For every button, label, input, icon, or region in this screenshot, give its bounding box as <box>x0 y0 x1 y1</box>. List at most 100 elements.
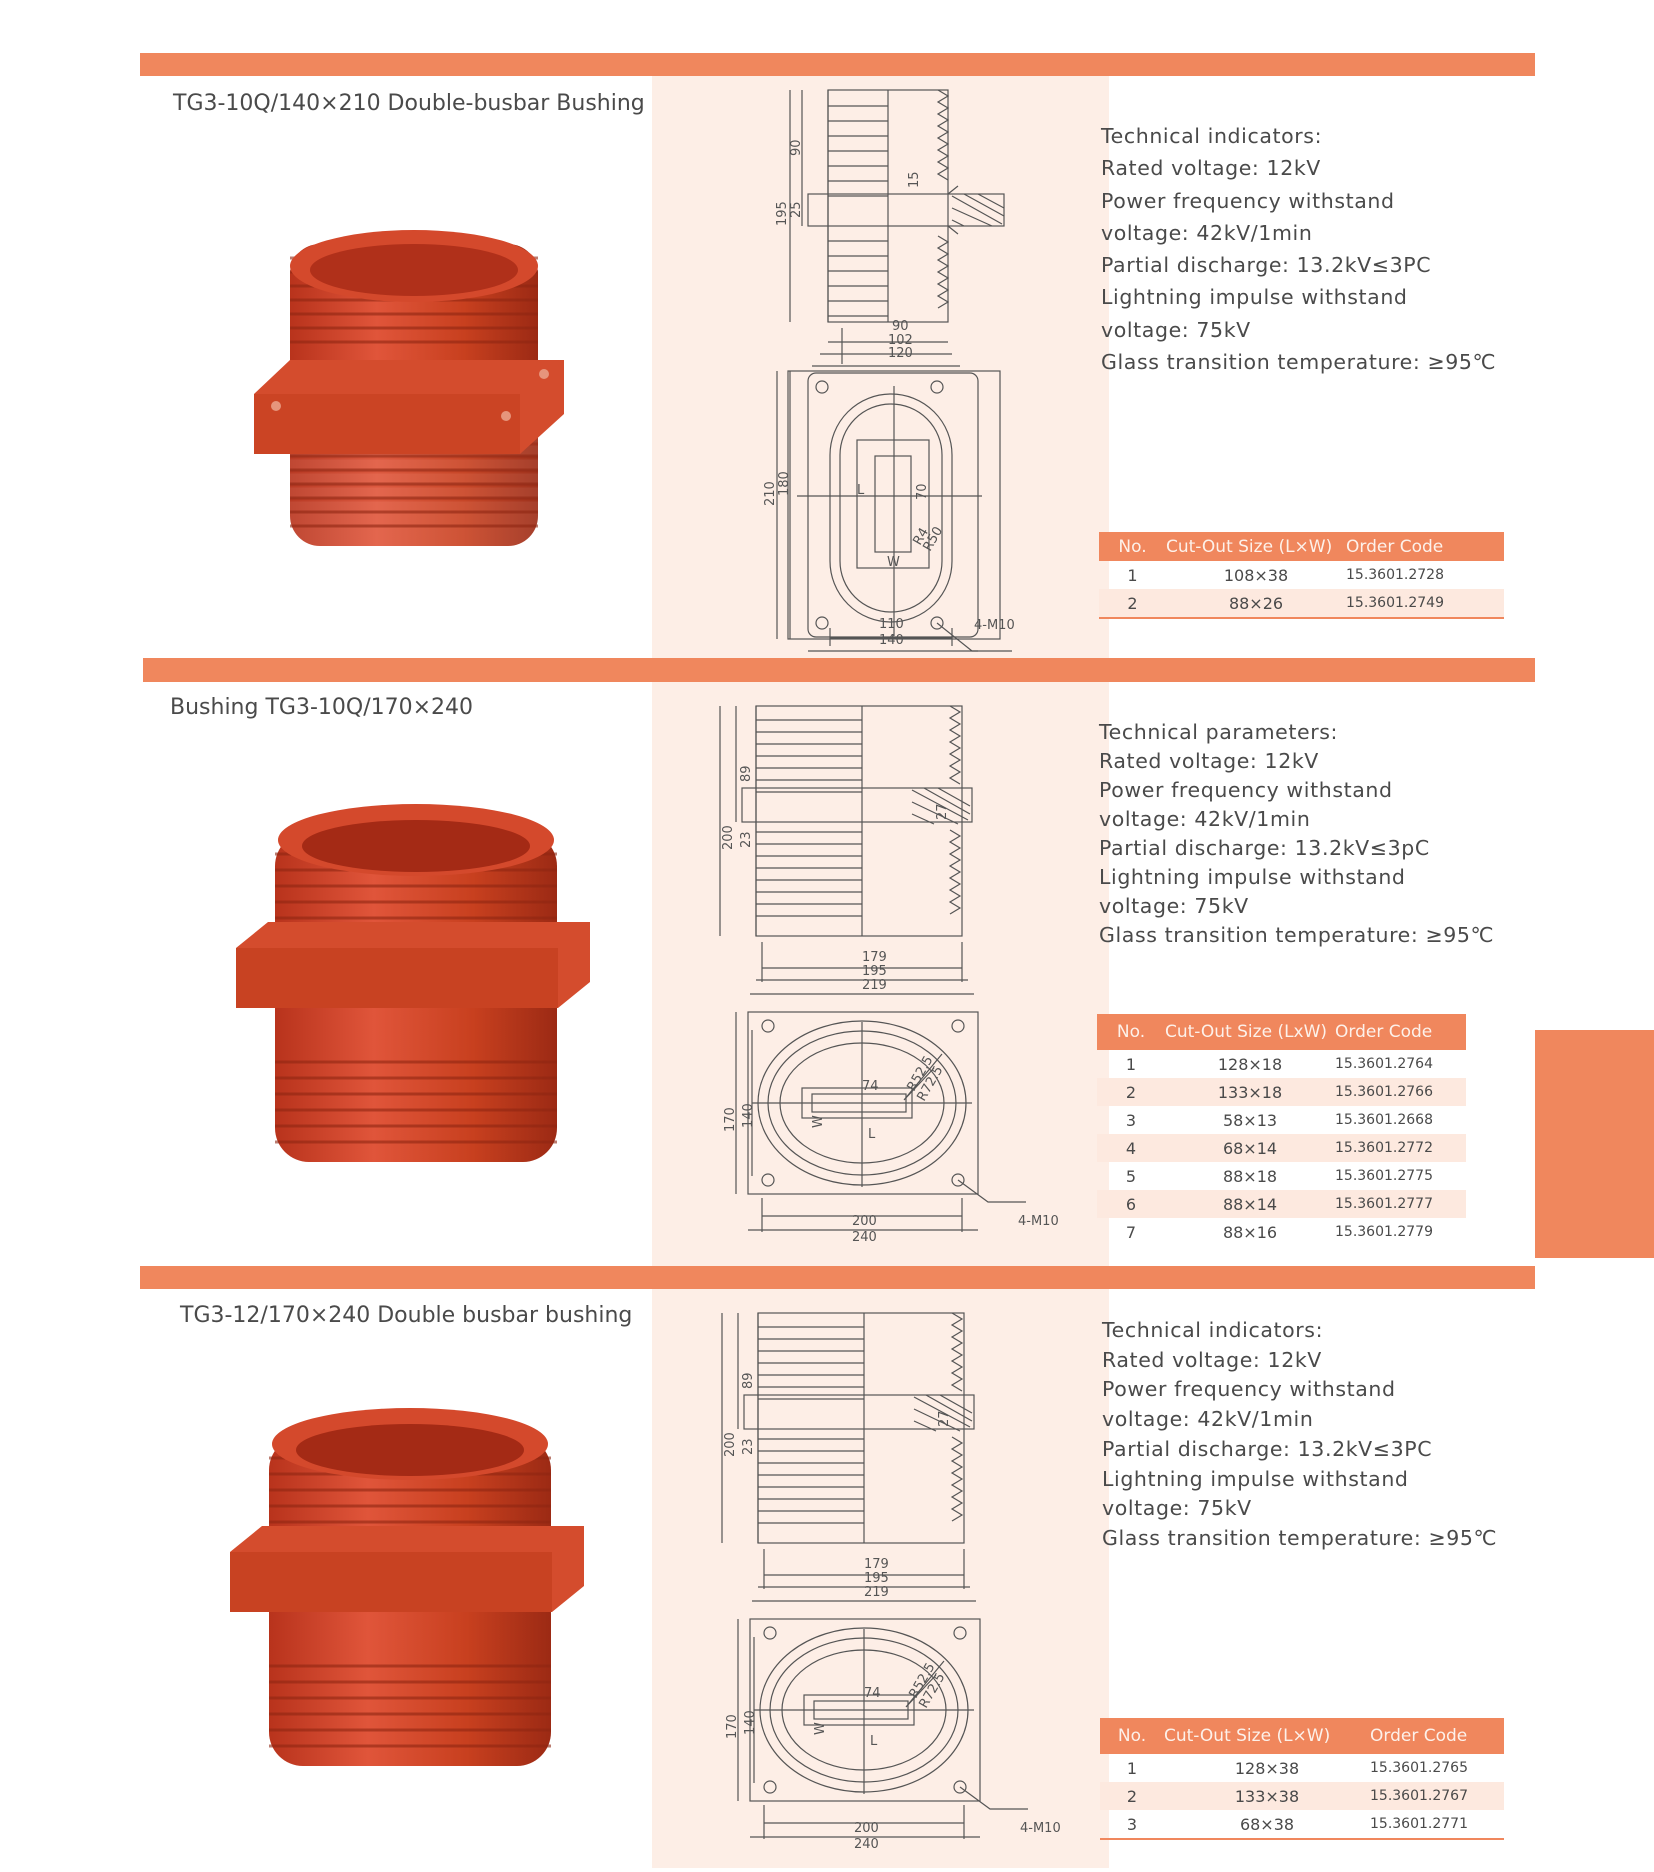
order-table: No. Cut-Out Size (L×W) Order Code 1 108×… <box>1099 532 1504 619</box>
dim-label: 120 <box>888 346 913 361</box>
section-divider <box>140 53 1535 76</box>
section-divider <box>140 1266 1535 1289</box>
dim-label: 140 <box>879 633 904 648</box>
dim-label: 240 <box>854 1837 879 1852</box>
dim-label: 23 <box>741 1438 756 1455</box>
spec-list: Technical indicators: Rated voltage: 12k… <box>1102 1316 1497 1554</box>
spec-line: Glass transition temperature: ≥95℃ <box>1099 923 1495 947</box>
dim-label: 240 <box>852 1230 877 1245</box>
spec-list: Technical parameters: Rated voltage: 12k… <box>1099 718 1494 950</box>
col-code: Order Code <box>1370 1718 1504 1754</box>
bushing-photo <box>252 228 566 548</box>
table-row: 2 88×26 15.3601.2749 <box>1099 589 1504 618</box>
spec-line: Partial discharge: 13.2kV≤3PC <box>1101 253 1432 278</box>
spec-line: Rated voltage: 12kV <box>1102 1347 1322 1372</box>
dim-label: 89 <box>741 1372 756 1389</box>
product-title: Bushing TG3-10Q/170×240 <box>170 695 474 720</box>
product-photo-area: TG3-12/170×240 Double busbar bushing <box>140 1289 652 1868</box>
col-no: No. <box>1097 1014 1165 1050</box>
spec-line: voltage: 75kV <box>1099 894 1249 918</box>
dim-label: 27 <box>937 1410 952 1427</box>
product-title: TG3-12/170×240 Double busbar bushing <box>180 1303 633 1328</box>
technical-drawing: 89 23 27 200 179 195 219 170 140 W L 74 … <box>719 705 1059 1245</box>
dim-label: 74 <box>864 1686 881 1701</box>
table-row: 5 88×18 15.3601.2775 <box>1125 1166 1433 1186</box>
dim-label: 179 <box>862 950 887 965</box>
dim-label: 4-M10 <box>1018 1214 1059 1229</box>
table-row: 3 58×13 15.3601.2668 <box>1125 1110 1433 1130</box>
spec-line: Partial discharge: 13.2kV≤3pC <box>1099 836 1430 860</box>
spec-area: Technical indicators: Rated voltage: 12k… <box>1100 1289 1535 1868</box>
col-no: No. <box>1099 532 1166 561</box>
product-section-1: TG3-10Q/140×210 Double-busbar Bushing <box>140 76 1535 658</box>
spec-line: Glass transition temperature: ≥95℃ <box>1102 1525 1498 1550</box>
technical-drawing-area: 89 23 27 200 179 195 219 170 140 W L 74 … <box>652 1289 1109 1868</box>
dim-label: L <box>868 1127 876 1142</box>
dim-label: 15 <box>907 171 922 188</box>
bushing-photo <box>228 1406 586 1768</box>
dim-label: 23 <box>739 831 754 848</box>
dim-label: 200 <box>852 1214 877 1229</box>
table-row: 6 88×14 15.3601.2777 <box>1097 1190 1466 1218</box>
dim-label: 180 <box>777 471 792 496</box>
dim-label: R4 <box>910 526 932 548</box>
table-row: 1 108×38 15.3601.2728 <box>1127 565 1444 585</box>
spec-line: Glass transition temperature: ≥95℃ <box>1101 350 1497 375</box>
bushing-photo <box>234 802 592 1164</box>
spec-line: Lightning impulse withstand <box>1102 1466 1409 1491</box>
dim-label: W <box>813 1722 828 1735</box>
spec-line: Partial discharge: 13.2kV≤3PC <box>1102 1436 1433 1461</box>
dim-label: 140 <box>743 1710 758 1735</box>
dim-label: 200 <box>723 1432 738 1457</box>
product-photo-area: Bushing TG3-10Q/170×240 <box>140 682 652 1266</box>
dim-label: 210 <box>763 481 778 506</box>
order-table: No. Cut-Out Size (LxW) Order Code 1 128×… <box>1097 1014 1466 1246</box>
spec-line: voltage: 42kV/1min <box>1102 1407 1314 1432</box>
dim-label: 90 <box>892 319 909 334</box>
spec-heading: Technical indicators: <box>1102 1318 1324 1342</box>
spec-line: Power frequency withstand <box>1102 1377 1396 1402</box>
spec-line: voltage: 75kV <box>1102 1496 1252 1521</box>
spec-line: Lightning impulse withstand <box>1101 285 1408 310</box>
col-size: Cut-Out Size (L×W) <box>1166 532 1346 561</box>
dim-label: L <box>870 1734 878 1749</box>
dim-label: 25 <box>789 201 804 218</box>
col-no: No. <box>1100 1718 1164 1754</box>
table-row: 1 128×38 15.3601.2765 <box>1126 1758 1468 1778</box>
table-row: 7 88×16 15.3601.2779 <box>1125 1222 1433 1242</box>
dim-label: W <box>811 1115 826 1128</box>
dim-label: 89 <box>739 765 754 782</box>
spec-line: Power frequency withstand <box>1101 188 1395 213</box>
table-row: 1 128×18 15.3601.2764 <box>1125 1054 1433 1074</box>
table-row: 2 133×18 15.3601.2766 <box>1097 1078 1466 1106</box>
dim-label: 4-M10 <box>1020 1821 1061 1836</box>
dim-label: 195 <box>775 201 790 226</box>
dim-label: 200 <box>854 1821 879 1836</box>
dim-label: 195 <box>862 964 887 979</box>
dim-label: 170 <box>723 1107 738 1132</box>
dim-label: 140 <box>741 1103 756 1128</box>
product-photo-area: TG3-10Q/140×210 Double-busbar Bushing <box>140 76 652 658</box>
col-code: Order Code <box>1346 532 1504 561</box>
spec-line: Lightning impulse withstand <box>1099 865 1406 889</box>
spec-line: Rated voltage: 12kV <box>1101 156 1321 181</box>
spec-line: voltage: 42kV/1min <box>1101 220 1313 245</box>
product-section-2: Bushing TG3-10Q/170×240 89 23 27 200 179… <box>140 682 1535 1266</box>
technical-drawing: 89 23 27 200 179 195 219 170 140 W L 74 … <box>721 1312 1061 1852</box>
spec-line: Rated voltage: 12kV <box>1099 749 1319 773</box>
dim-label: 179 <box>864 1557 889 1572</box>
dim-label: 200 <box>721 825 736 850</box>
col-code: Order Code <box>1335 1014 1466 1050</box>
dim-label: 110 <box>879 617 904 632</box>
dim-label: 170 <box>725 1714 740 1739</box>
table-header: No. Cut-Out Size (L×W) Order Code <box>1100 1718 1504 1754</box>
spec-heading: Technical indicators: <box>1101 124 1323 148</box>
product-title: TG3-10Q/140×210 Double-busbar Bushing <box>173 91 645 116</box>
spec-line: Power frequency withstand <box>1099 778 1393 802</box>
table-header: No. Cut-Out Size (LxW) Order Code <box>1097 1014 1466 1050</box>
dim-label: 74 <box>862 1079 879 1094</box>
dim-label: 27 <box>935 803 950 820</box>
side-tab <box>1535 1030 1654 1258</box>
spec-area: Technical indicators: Rated voltage: 12k… <box>1099 76 1535 658</box>
product-section-3: TG3-12/170×240 Double busbar bushing 89 … <box>140 1289 1535 1868</box>
